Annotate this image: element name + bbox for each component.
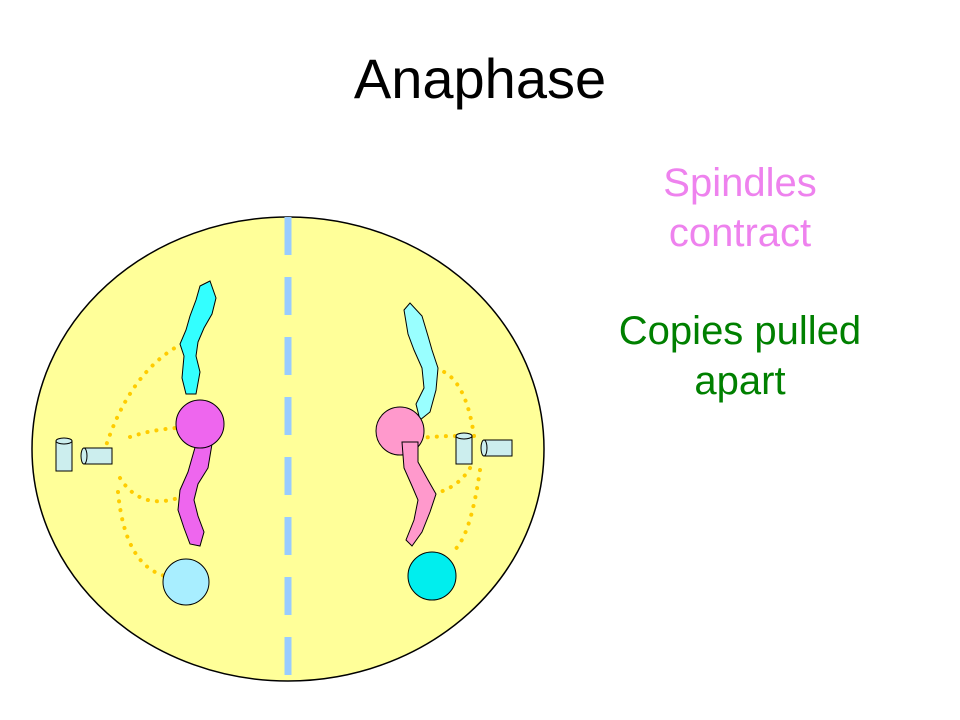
copies-pulled-apart-label: Copies pulled apart: [580, 306, 900, 406]
left-upper-chromatid-icon: [179, 280, 217, 395]
spindles-label-line-1: Spindles: [663, 161, 817, 205]
left-centriole-pair-icon: [55, 437, 113, 472]
left-spindle-fibers-icon: [102, 344, 180, 578]
copies-label-line-1: Copies pulled: [618, 309, 862, 353]
left-pole-body-icon: [162, 558, 210, 606]
copies-label-line-2: apart: [694, 359, 786, 403]
right-lower-chromatid-icon: [401, 441, 437, 547]
left-centromere-icon: [175, 399, 225, 449]
right-upper-chromatid-icon: [403, 302, 439, 421]
right-pole-body-icon: [407, 551, 457, 601]
right-centriole-pair-icon: [455, 432, 513, 465]
right-spindle-fibers-icon: [418, 368, 482, 554]
left-lower-chromatid-icon: [177, 443, 213, 547]
slide-title: Anaphase: [353, 47, 607, 110]
spindles-label-line-2: contract: [668, 211, 812, 255]
spindles-contract-label: Spindles contract: [600, 158, 880, 258]
